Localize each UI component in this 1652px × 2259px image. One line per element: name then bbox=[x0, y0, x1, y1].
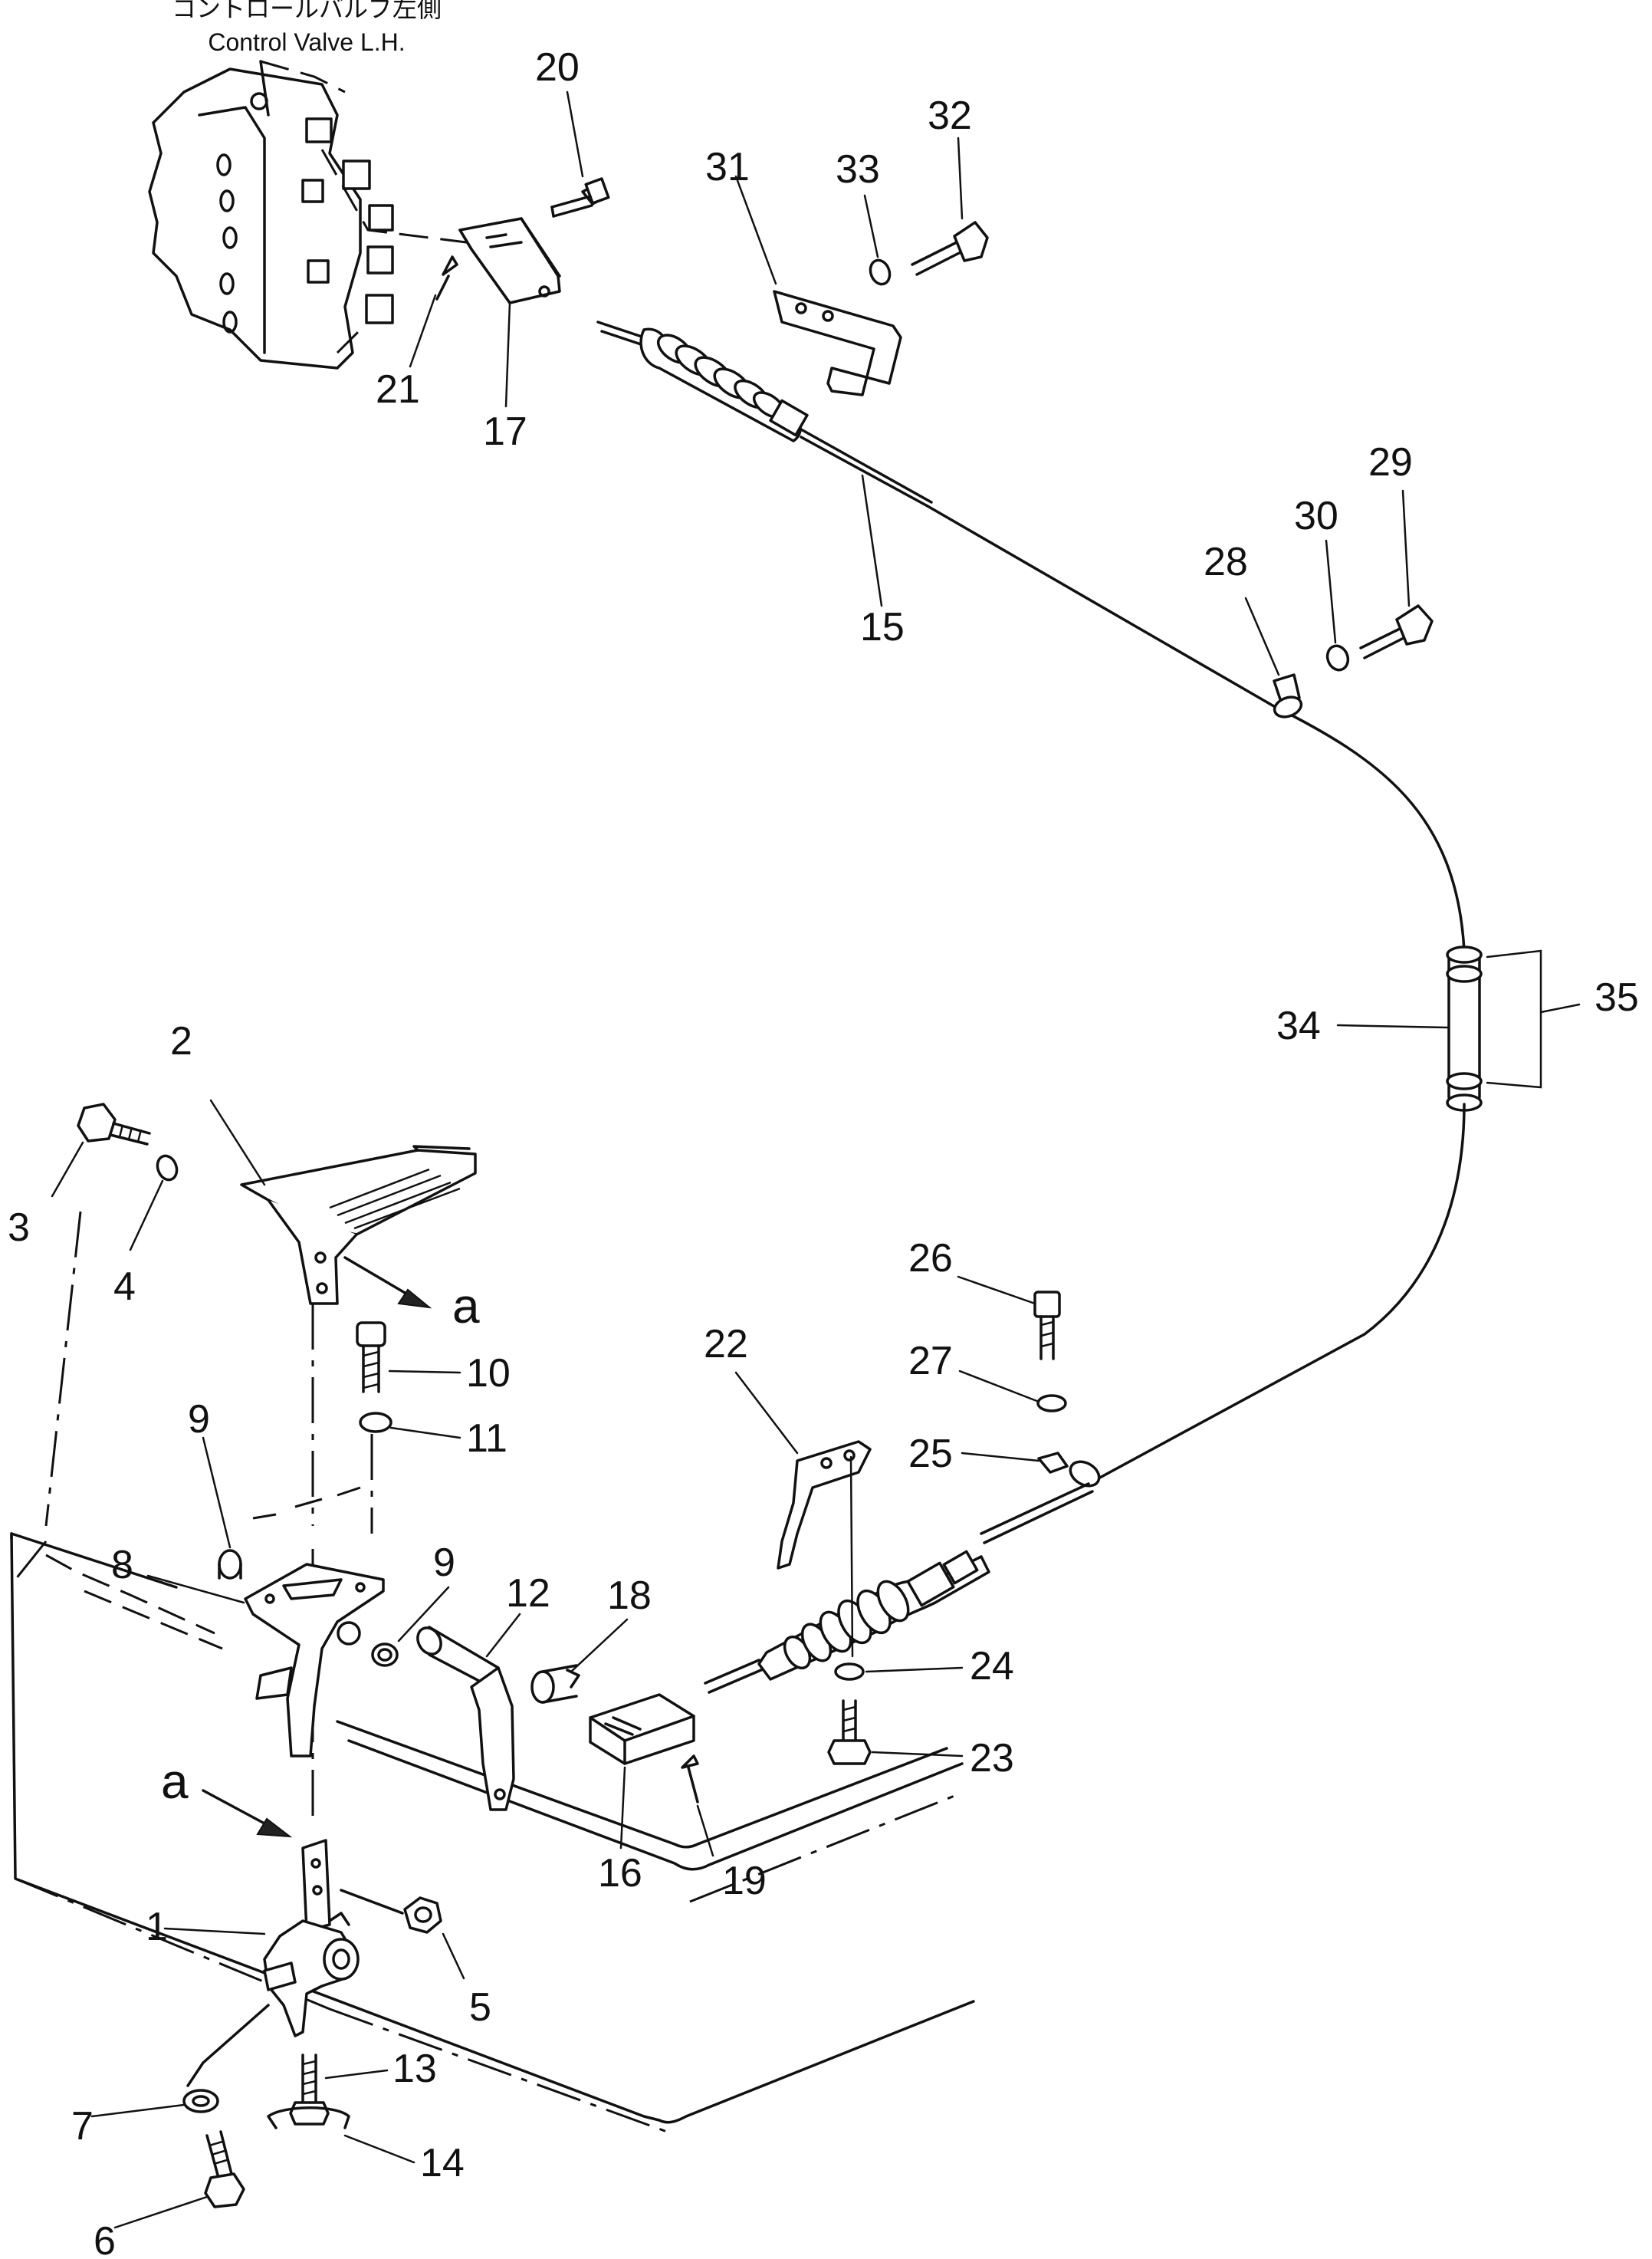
lower-cable-boot bbox=[704, 1482, 1094, 1694]
label-9-right: 9 bbox=[433, 1541, 455, 1585]
label-20: 20 bbox=[535, 45, 580, 90]
leader-nut-5 bbox=[340, 1889, 404, 1915]
leader-nut-7 bbox=[186, 2004, 270, 2087]
label-31: 31 bbox=[705, 145, 750, 189]
label-22: 22 bbox=[704, 1322, 748, 1366]
label-29: 29 bbox=[1368, 440, 1413, 485]
bolt-32 bbox=[911, 221, 989, 276]
view-arrow-upper bbox=[343, 1256, 432, 1309]
washer-14 bbox=[267, 2106, 350, 2129]
label-11: 11 bbox=[466, 1416, 507, 1461]
bolt-13 bbox=[289, 2053, 330, 2126]
label-21: 21 bbox=[376, 367, 420, 412]
bolt-29 bbox=[1359, 604, 1434, 659]
sleeve-34 bbox=[1446, 945, 1483, 1112]
label-15: 15 bbox=[860, 605, 905, 649]
label-16: 16 bbox=[598, 1851, 642, 1896]
bushing-9-left bbox=[218, 1549, 242, 1580]
label-25: 25 bbox=[908, 1432, 953, 1476]
label-35: 35 bbox=[1595, 975, 1639, 1020]
cable-end-16 bbox=[589, 1693, 695, 1765]
label-12: 12 bbox=[506, 1571, 550, 1616]
label-1: 1 bbox=[146, 1905, 168, 1949]
label-24: 24 bbox=[970, 1644, 1014, 1688]
label-34: 34 bbox=[1276, 1004, 1321, 1048]
label-32: 32 bbox=[928, 94, 972, 138]
label-14: 14 bbox=[420, 2141, 465, 2185]
label-17: 17 bbox=[483, 409, 527, 454]
washer-11 bbox=[359, 1412, 392, 1433]
washer-4 bbox=[156, 1154, 179, 1182]
cotter-pin-19 bbox=[681, 1754, 699, 1804]
view-label-a-lower: a bbox=[161, 1754, 189, 1809]
rod-12 bbox=[416, 1626, 515, 1811]
nut-5 bbox=[403, 1896, 442, 1934]
bolt-3 bbox=[77, 1103, 151, 1146]
part-labels: 1 2 3 4 5 6 7 8 9 9 10 11 12 13 14 15 16… bbox=[8, 45, 1639, 2259]
cotter-pin-21 bbox=[435, 255, 458, 301]
label-18: 18 bbox=[607, 1573, 652, 1618]
washer-24 bbox=[834, 1662, 865, 1681]
label-9-left: 9 bbox=[188, 1397, 210, 1442]
control-valve-lh bbox=[148, 60, 491, 370]
bushing-9-right bbox=[371, 1642, 399, 1667]
leader-small-dash bbox=[252, 1486, 361, 1520]
lever-1 bbox=[263, 1839, 360, 2037]
bracket-8 bbox=[244, 1563, 385, 1758]
cable-15 bbox=[926, 505, 1466, 952]
label-2: 2 bbox=[170, 1019, 192, 1064]
label-30: 30 bbox=[1294, 494, 1338, 538]
caption-japanese: コントロールバルブ左側 bbox=[172, 0, 442, 22]
nut-7 bbox=[182, 2089, 219, 2113]
leader-3-frame bbox=[14, 1211, 82, 1580]
label-4: 4 bbox=[113, 1264, 136, 1309]
caption-english: Control Valve L.H. bbox=[208, 28, 405, 56]
pin-18 bbox=[530, 1664, 580, 1704]
cable-end-17 bbox=[458, 217, 561, 304]
label-10: 10 bbox=[466, 1351, 511, 1396]
label-28: 28 bbox=[1204, 540, 1248, 584]
bolt-10 bbox=[356, 1321, 386, 1393]
label-33: 33 bbox=[836, 147, 880, 192]
label-23: 23 bbox=[970, 1736, 1014, 1781]
bracket-31 bbox=[773, 290, 902, 396]
washer-27 bbox=[1036, 1394, 1067, 1412]
clip-28 bbox=[1273, 673, 1303, 718]
pedal-2 bbox=[240, 1145, 477, 1305]
pin-20 bbox=[550, 177, 610, 218]
label-8: 8 bbox=[111, 1543, 133, 1587]
view-label-a-upper: a bbox=[452, 1278, 480, 1333]
clip-25 bbox=[1037, 1452, 1101, 1488]
bolt-23 bbox=[827, 1699, 872, 1765]
view-arrow-lower bbox=[202, 1789, 293, 1838]
washer-33 bbox=[869, 258, 892, 286]
label-7: 7 bbox=[71, 2104, 94, 2149]
bolt-26 bbox=[1033, 1291, 1061, 1360]
bolt-6 bbox=[204, 2130, 245, 2208]
upper-cable-boot bbox=[596, 321, 933, 508]
label-19: 19 bbox=[722, 1859, 767, 1903]
lower-cable bbox=[1087, 1103, 1466, 1485]
floor-frame bbox=[10, 1532, 975, 2124]
label-26: 26 bbox=[908, 1236, 953, 1281]
label-5: 5 bbox=[469, 1985, 491, 2030]
label-3: 3 bbox=[8, 1205, 30, 1250]
label-13: 13 bbox=[392, 2047, 437, 2091]
label-6: 6 bbox=[94, 2219, 116, 2255]
washer-30 bbox=[1325, 644, 1350, 672]
leader-lines bbox=[51, 90, 1581, 2229]
label-27: 27 bbox=[908, 1339, 953, 1383]
bracket-22 bbox=[777, 1440, 872, 1570]
leader-19-corner bbox=[689, 1793, 959, 1903]
